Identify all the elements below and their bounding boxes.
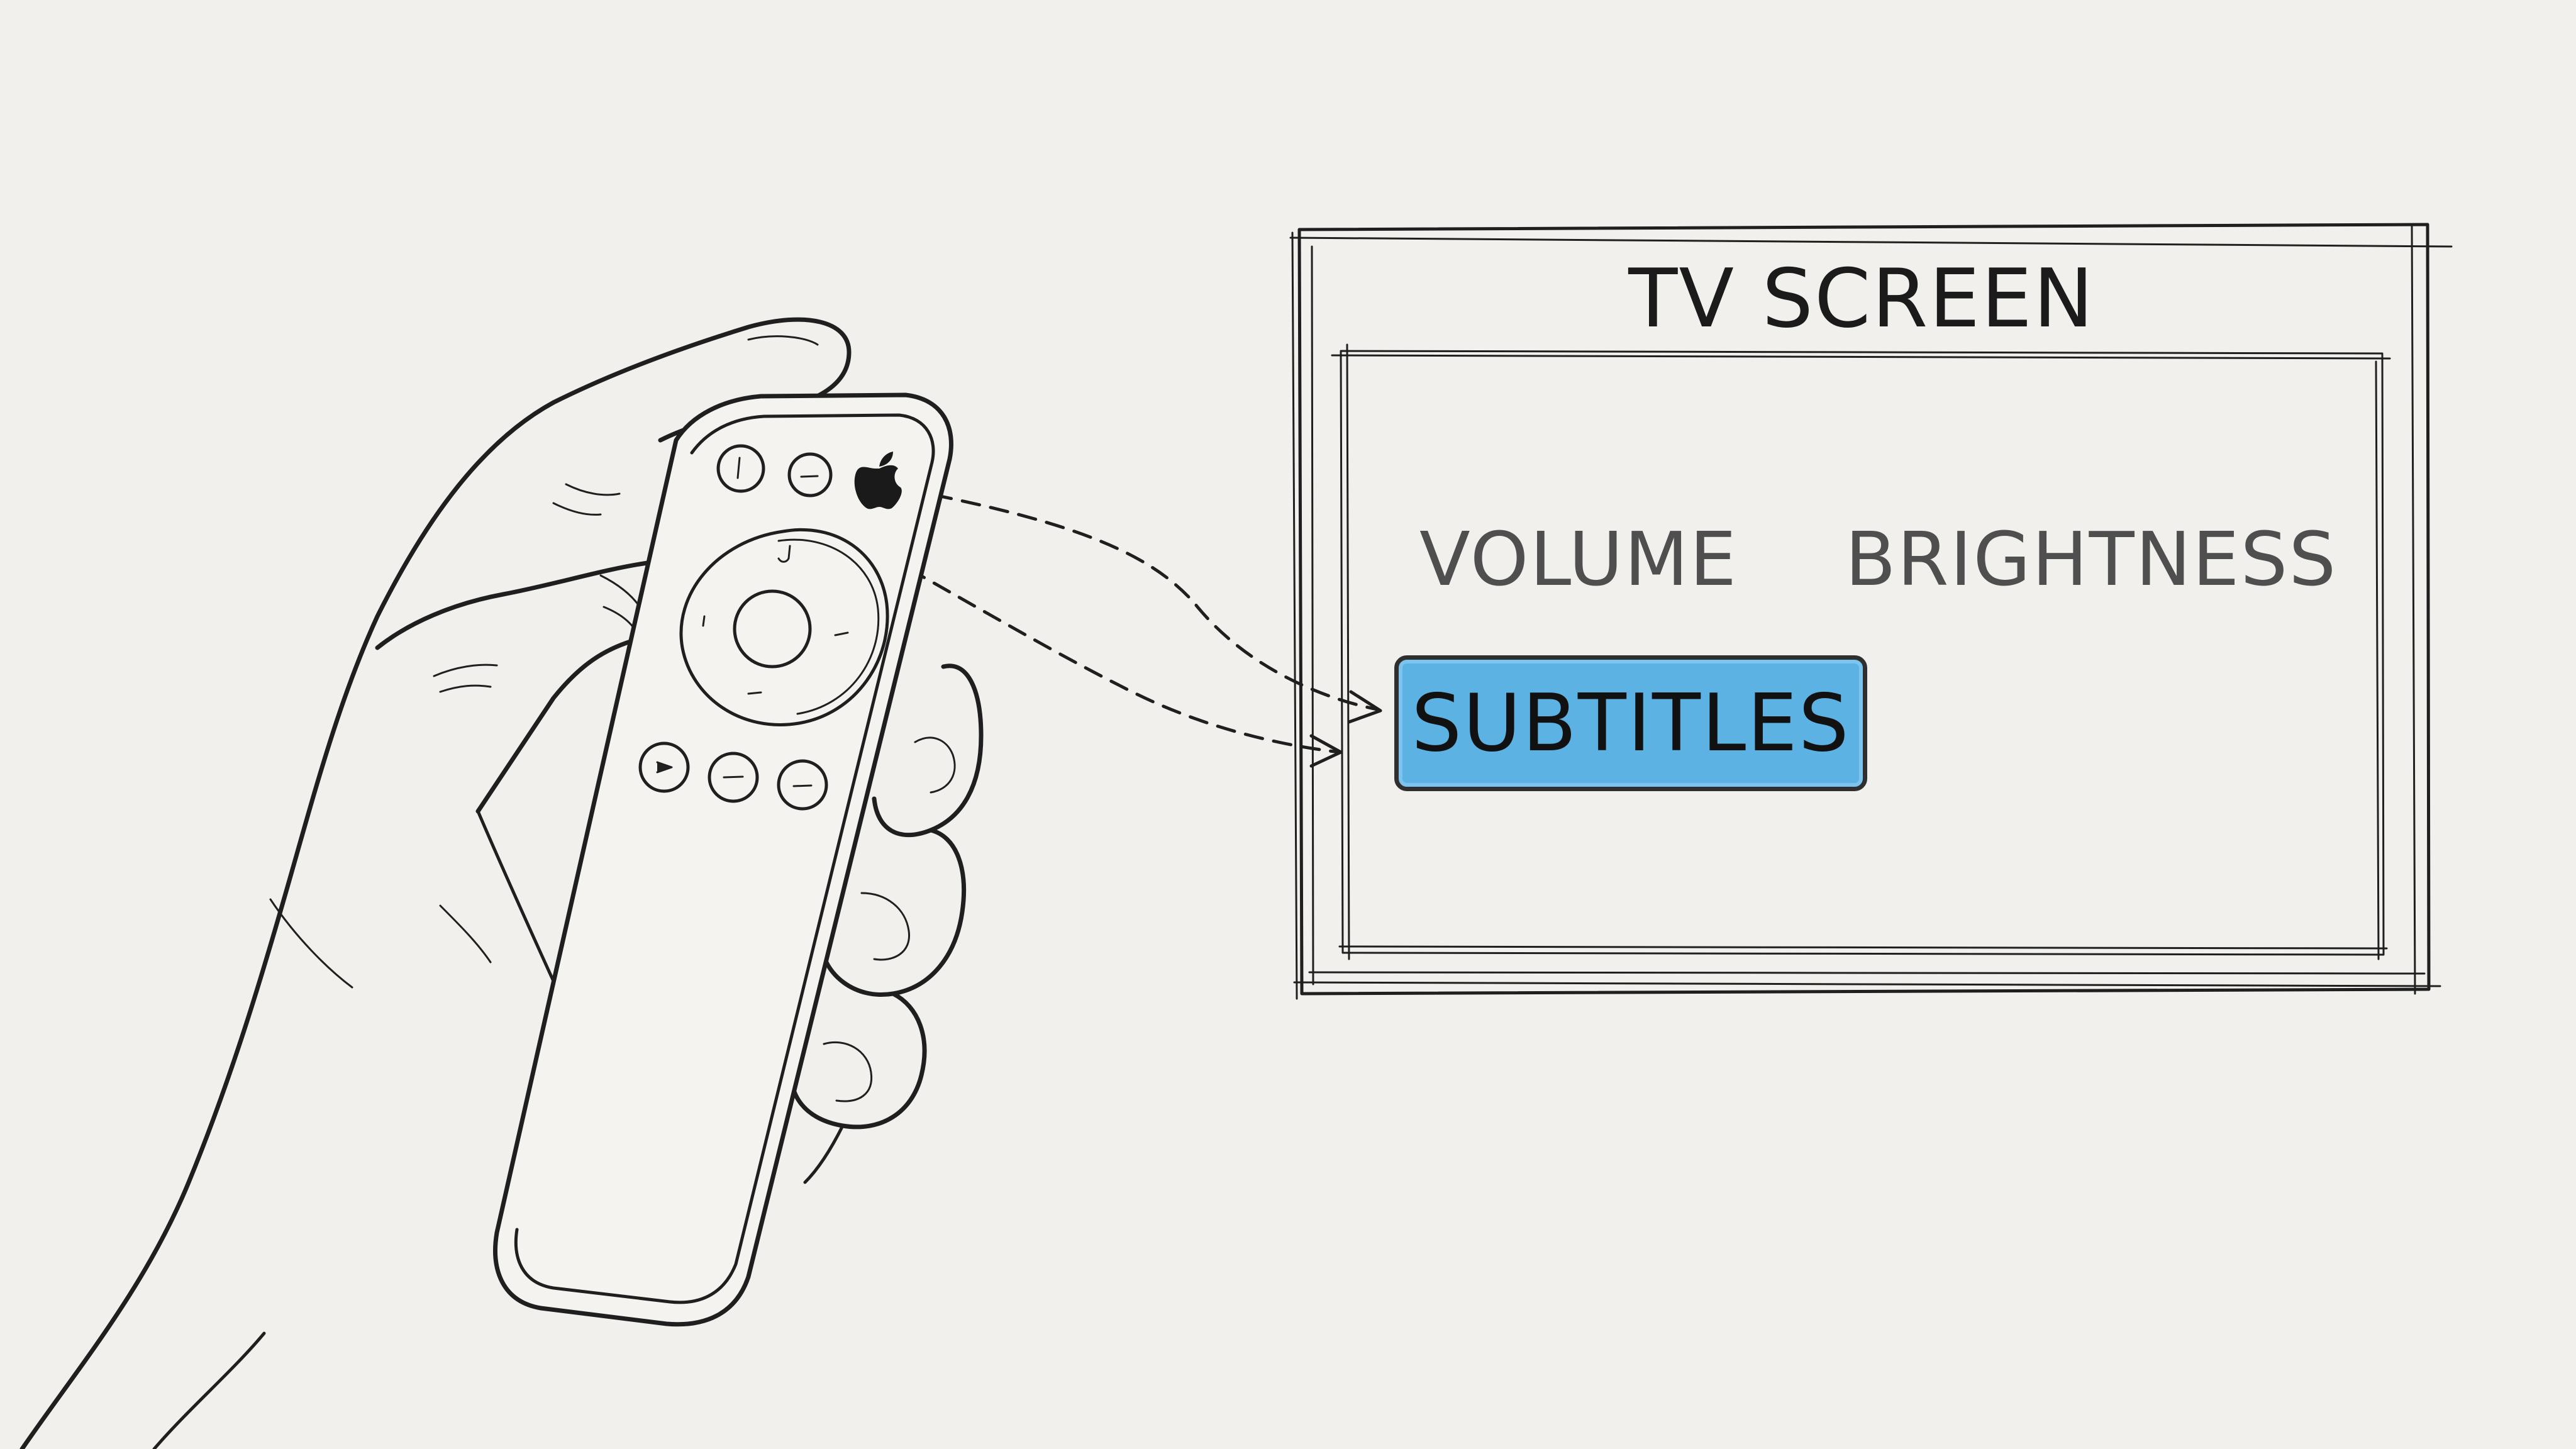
middle-finger <box>872 663 984 838</box>
arrow-lower <box>882 553 1341 754</box>
dpad-up-mark <box>777 545 791 563</box>
minus-icon <box>800 475 819 478</box>
minus-button[interactable] <box>787 452 833 497</box>
pinky-finger <box>789 991 927 1130</box>
menu-item-volume[interactable]: VOLUME <box>1419 516 1738 602</box>
tv-screen-title: TV SCREEN <box>1628 252 2095 346</box>
menu-item-subtitles-selected[interactable]: SUBTITLES <box>1394 655 1867 791</box>
apple-logo-icon[interactable] <box>854 452 902 509</box>
arrowhead-lower-icon <box>1309 734 1343 768</box>
dpad-down-mark <box>747 691 762 695</box>
back-button[interactable] <box>638 741 690 793</box>
back-icon <box>656 761 673 774</box>
remote-control <box>493 392 953 1327</box>
lower-buttons <box>638 741 828 811</box>
select-button[interactable] <box>733 589 812 669</box>
ring-finger <box>818 828 967 997</box>
tv-screen <box>1289 223 2453 1000</box>
arrow-upper <box>904 487 1379 711</box>
remote-body <box>493 392 953 1327</box>
arrowhead-upper-icon <box>1347 690 1382 724</box>
power-icon <box>736 457 741 479</box>
directional-pad[interactable] <box>679 528 889 726</box>
tv-inner-frame <box>1340 350 2385 956</box>
dpad-left-mark <box>702 615 706 627</box>
top-buttons <box>716 444 902 509</box>
dpad-right-mark <box>834 631 849 636</box>
menu-item-brightness[interactable]: BRIGHTNESS <box>1845 516 2338 602</box>
tv-outer-frame <box>1297 223 2431 996</box>
signal-arrows <box>882 487 1382 768</box>
home-button[interactable] <box>708 752 759 803</box>
hand <box>19 317 984 1449</box>
power-button[interactable] <box>716 444 765 493</box>
play-pause-button[interactable] <box>777 759 828 811</box>
